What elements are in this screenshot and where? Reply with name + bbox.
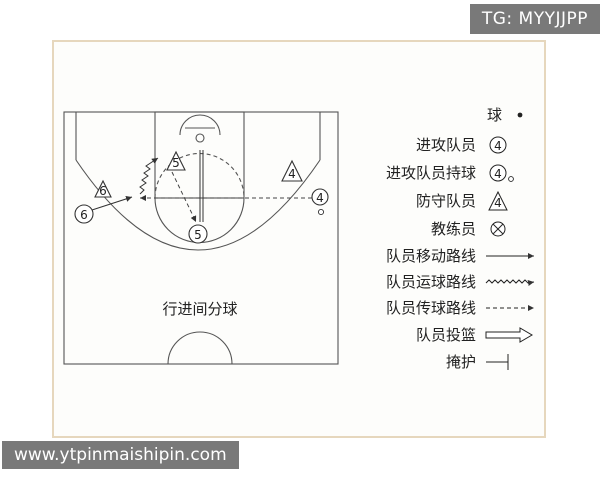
legend-move-path-label: 队员移动路线 — [386, 247, 476, 265]
defense-player-four-label: 4 — [288, 167, 296, 181]
legend-screen-label: 掩护 — [446, 353, 476, 371]
offense-with-ball-legend-icon — [489, 164, 507, 182]
three-point-arc — [75, 159, 321, 251]
offense-player-four-label: 4 — [316, 191, 324, 205]
offense-player-five-icon — [188, 224, 208, 244]
ball-icon — [517, 112, 523, 118]
dribble-path-legend-icon — [485, 279, 535, 286]
offense-player-legend-icon — [489, 136, 507, 154]
move-path-six — [91, 196, 133, 211]
restricted-arc — [179, 114, 221, 136]
shot-arrow-icon — [485, 327, 533, 343]
defense-player-legend-icon — [488, 190, 508, 211]
pass-path-to-five — [171, 171, 197, 223]
center-circle — [167, 331, 233, 365]
offense-player-six-label: 6 — [80, 208, 88, 222]
defense-player-four-icon — [281, 159, 303, 182]
diagram-frame — [52, 40, 546, 438]
legend-offense-with-ball-label: 进攻队员持球 — [386, 164, 476, 182]
legend-ball-label: 球 — [487, 106, 502, 124]
defense-player-six-label: 6 — [99, 184, 107, 198]
legend: 球 进攻队员 4 进攻队员持球 4 防守队员 4 教练员 队员移动路线 队员运球… — [386, 106, 535, 371]
offense-player-six-icon — [74, 204, 94, 224]
legend-defense-player-symbol: 4 — [494, 196, 502, 210]
coach-icon-cross-b — [492, 223, 504, 235]
legend-coach-label: 教练员 — [431, 220, 476, 238]
play-label: 行进间分球 — [162, 300, 237, 318]
ball-small-icon — [508, 176, 514, 182]
legend-defense-player-label: 防守队员 — [416, 192, 476, 210]
tg-badge: TG: MYYJJPP — [469, 4, 600, 34]
legend-shot-label: 队员投篮 — [416, 326, 476, 344]
offense-player-four-icon — [311, 188, 329, 206]
legend-offense-player-symbol: 4 — [494, 139, 502, 153]
legend-offense-with-ball-symbol: 4 — [494, 167, 502, 181]
dribble-path — [139, 157, 159, 195]
legend-pass-path-label: 队员传球路线 — [386, 299, 476, 317]
rim — [195, 133, 205, 143]
defense-player-five-icon — [166, 150, 186, 171]
free-throw-circle-dashed — [154, 152, 245, 199]
ball-right-icon — [317, 208, 325, 216]
website-url[interactable]: www.ytpinmaishipin.com — [2, 441, 239, 469]
legend-offense-player-label: 进攻队员 — [416, 136, 476, 154]
offense-player-five-label: 5 — [194, 228, 202, 242]
defense-player-five-label: 5 — [172, 156, 180, 170]
defense-player-six-icon — [94, 179, 112, 198]
legend-dribble-path-label: 队员运球路线 — [386, 273, 476, 291]
